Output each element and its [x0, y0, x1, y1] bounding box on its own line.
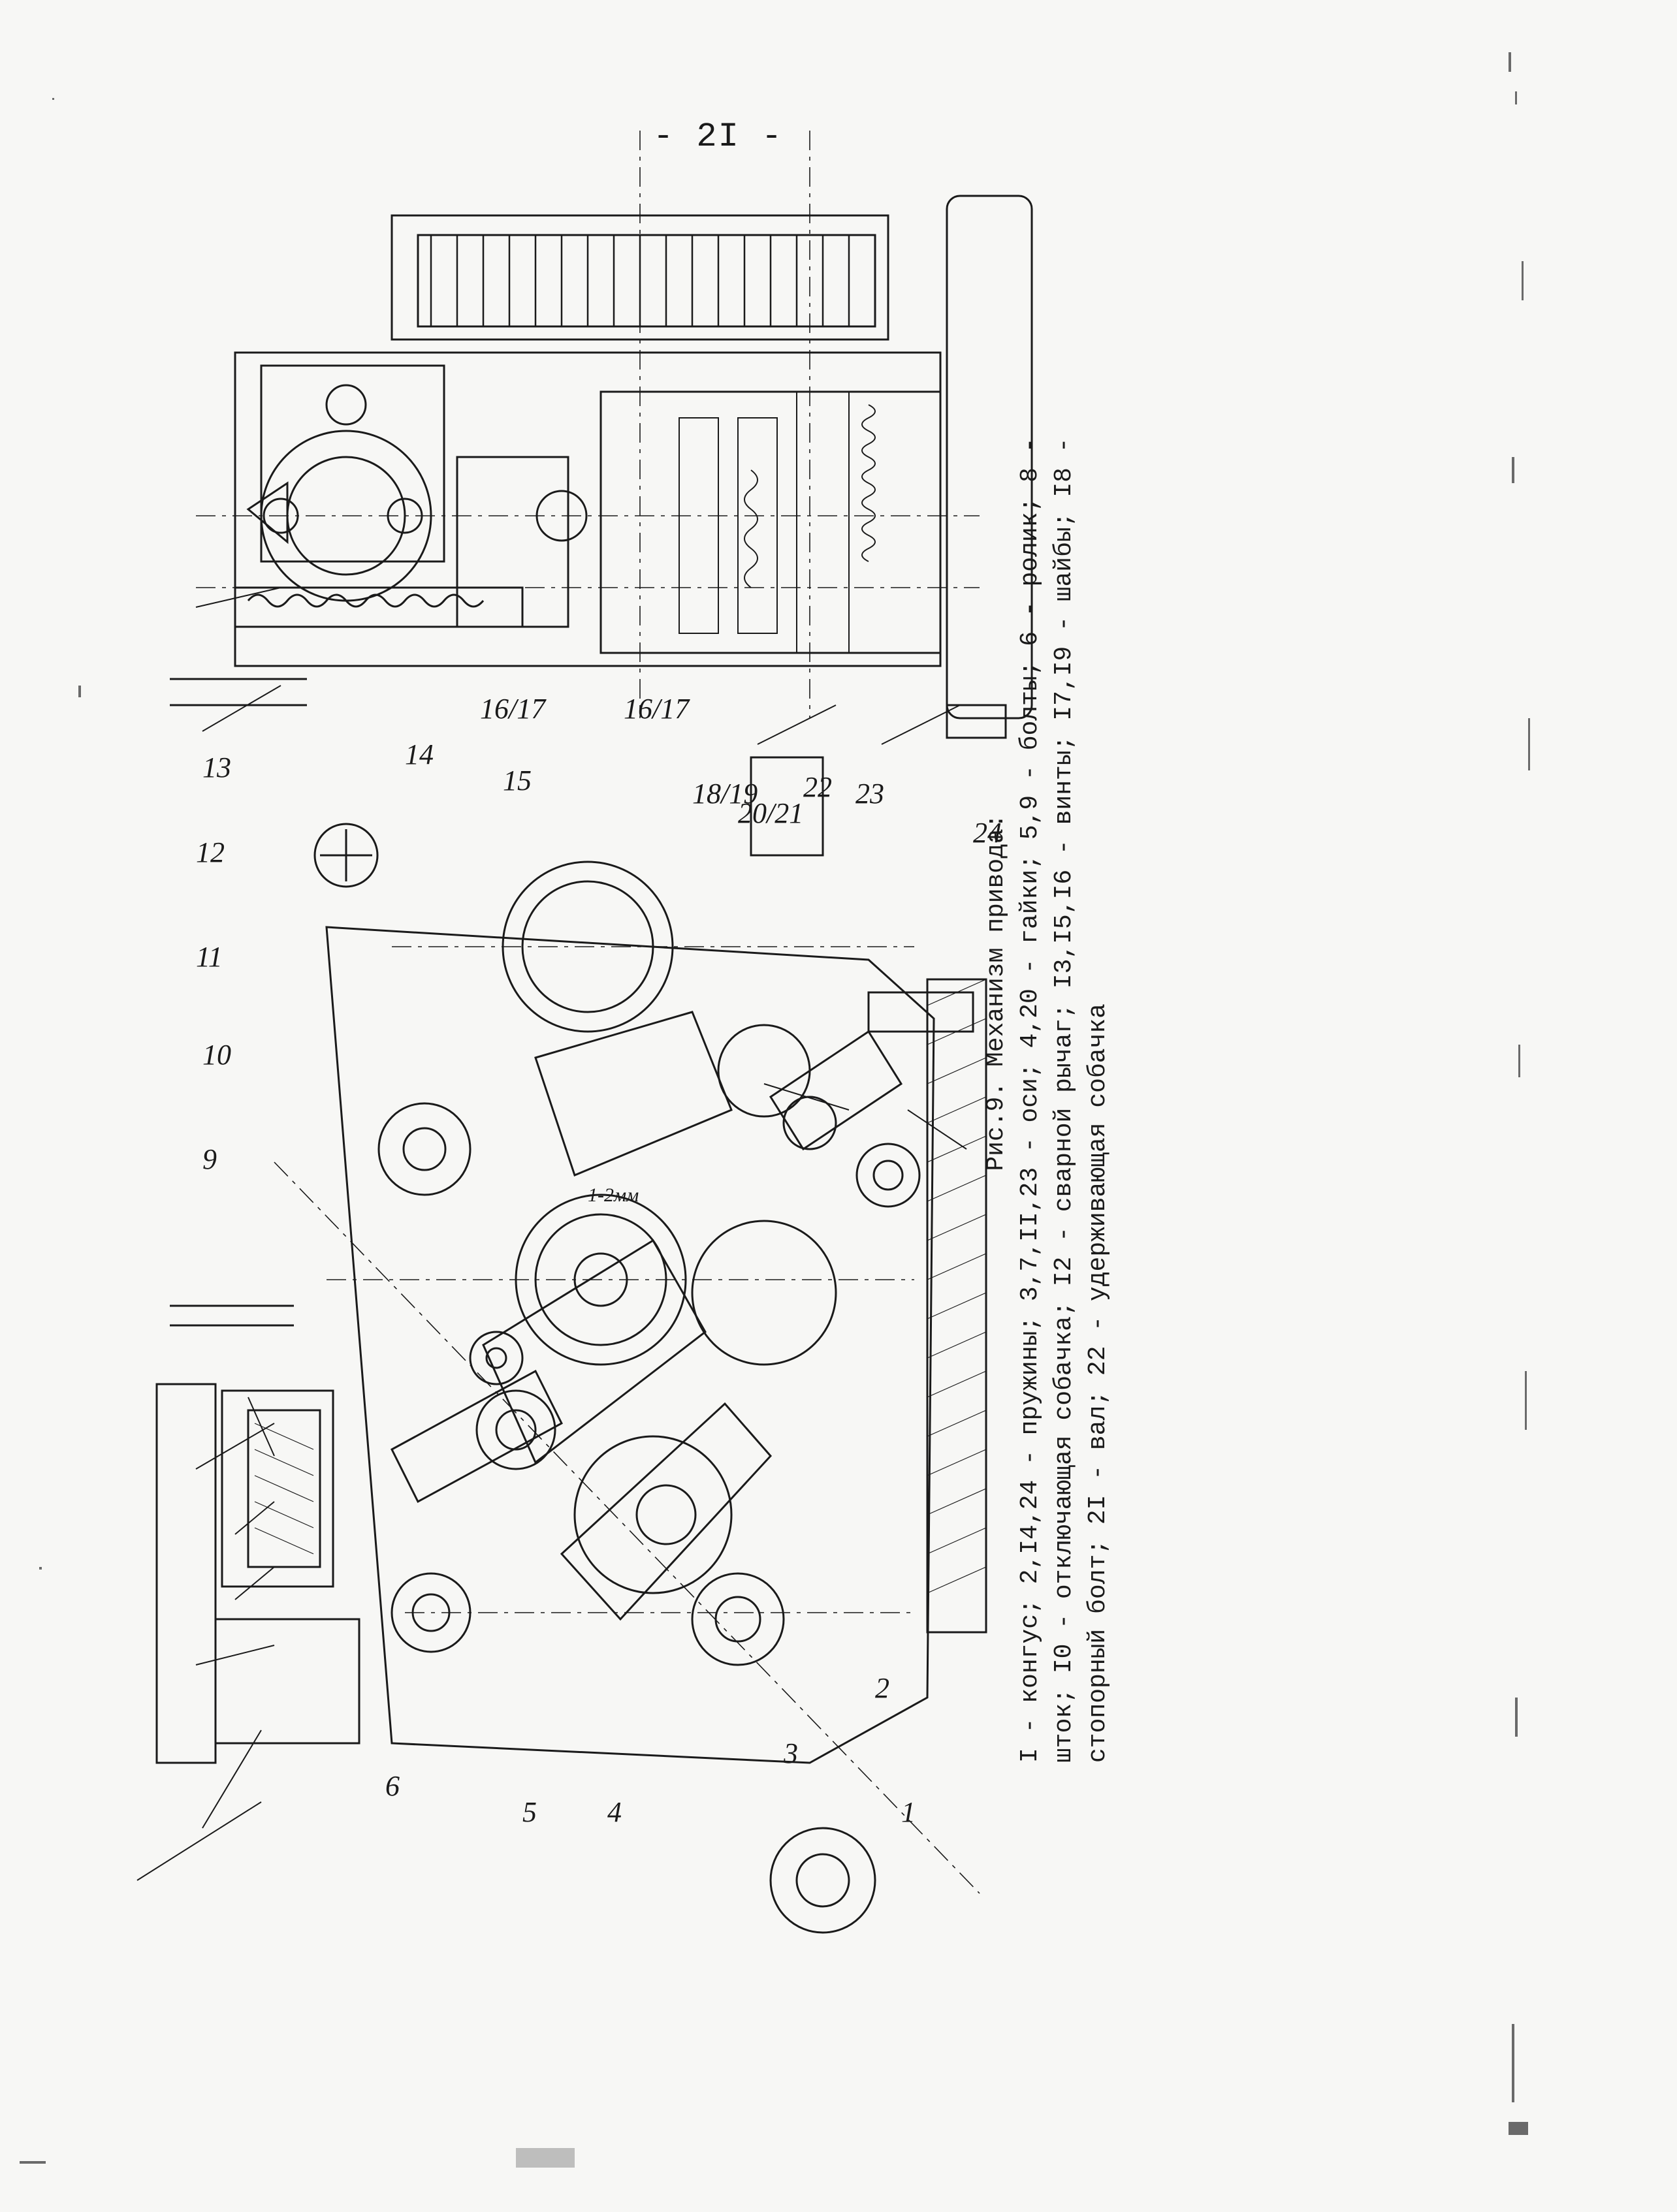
callout-9: 9: [202, 1143, 217, 1175]
callout-4: 4: [607, 1796, 622, 1828]
callout-2: 2: [875, 1672, 889, 1704]
callout-10: 10: [202, 1039, 231, 1071]
callout-15: 15: [503, 765, 532, 797]
lever-mechanism: [155, 756, 987, 1934]
callout-24: 24: [973, 817, 1002, 849]
callout-22: 22: [803, 771, 832, 803]
callout-16-17-b: 16/17: [624, 693, 690, 725]
drive-housing-assembly: [170, 131, 1033, 888]
callout-12: 12: [196, 836, 225, 868]
callout-6: 6: [385, 1770, 400, 1802]
callout-1: 1: [901, 1796, 916, 1828]
dimension-note: 1-2мм: [588, 1184, 639, 1206]
callout-labels: 1 2 3 4 5 6 9 10 11 12 13 14 15 16/17 16…: [196, 693, 1002, 1828]
callout-11: 11: [196, 941, 223, 973]
callout-20-21: 20/21: [738, 797, 803, 829]
callout-13: 13: [202, 751, 231, 783]
page-number: - 2I -: [653, 118, 784, 156]
leader-lines: [136, 587, 967, 1881]
callout-5: 5: [522, 1796, 537, 1828]
callout-3: 3: [783, 1737, 798, 1769]
callout-18-19: 18/19: [692, 778, 758, 810]
callout-23: 23: [855, 778, 884, 810]
callout-14: 14: [405, 738, 434, 770]
callout-16-17-a: 16/17: [480, 693, 547, 725]
